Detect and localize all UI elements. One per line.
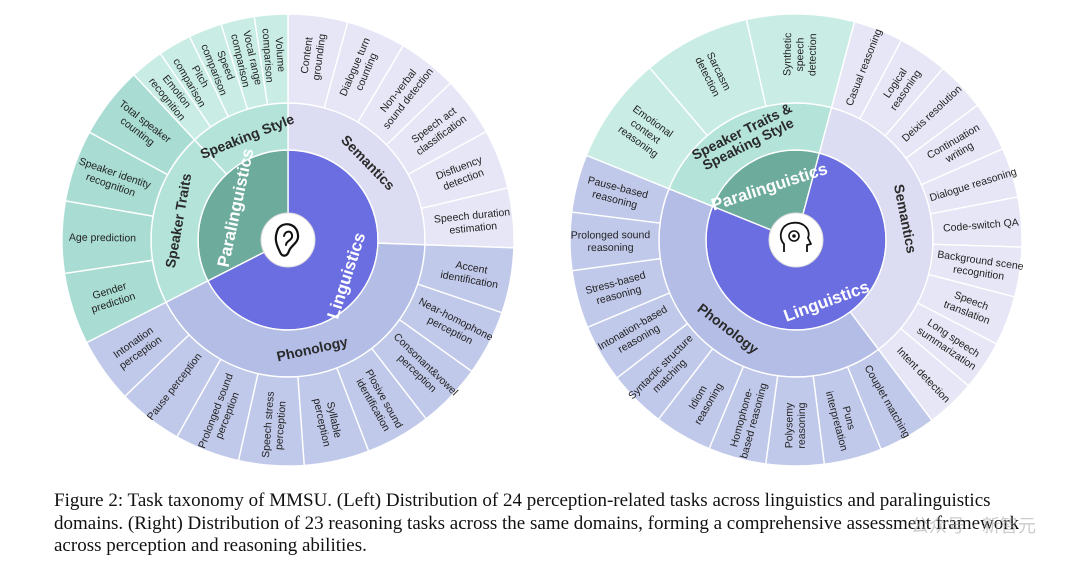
brain-icon [768,212,824,268]
task-label-synthetic-speech-detection: Syntheticspeechdetection [781,33,819,77]
task-label-speech-stress-perception: Speech stressperception [260,391,289,459]
task-segment-synthetic-speech-detection [745,13,856,109]
watermark: 公众号 · 新智元 [910,516,1036,537]
task-label-gender-prediction: Genderprediction [86,278,137,315]
task-segment-volume-comparison [253,13,289,106]
task-label-age-prediction: Age prediction [69,232,136,245]
task-label-polysemy-reasoning: Polysemyreasoning [783,402,808,449]
task-label-speech-duration-estimation: Speech durationestimation [433,206,512,238]
task-label-volume-comparison: Volumecomparison [259,27,288,83]
figure-caption: Figure 2: Task taxonomy of MMSU. (Left) … [54,490,1020,556]
ear-icon [260,212,316,268]
